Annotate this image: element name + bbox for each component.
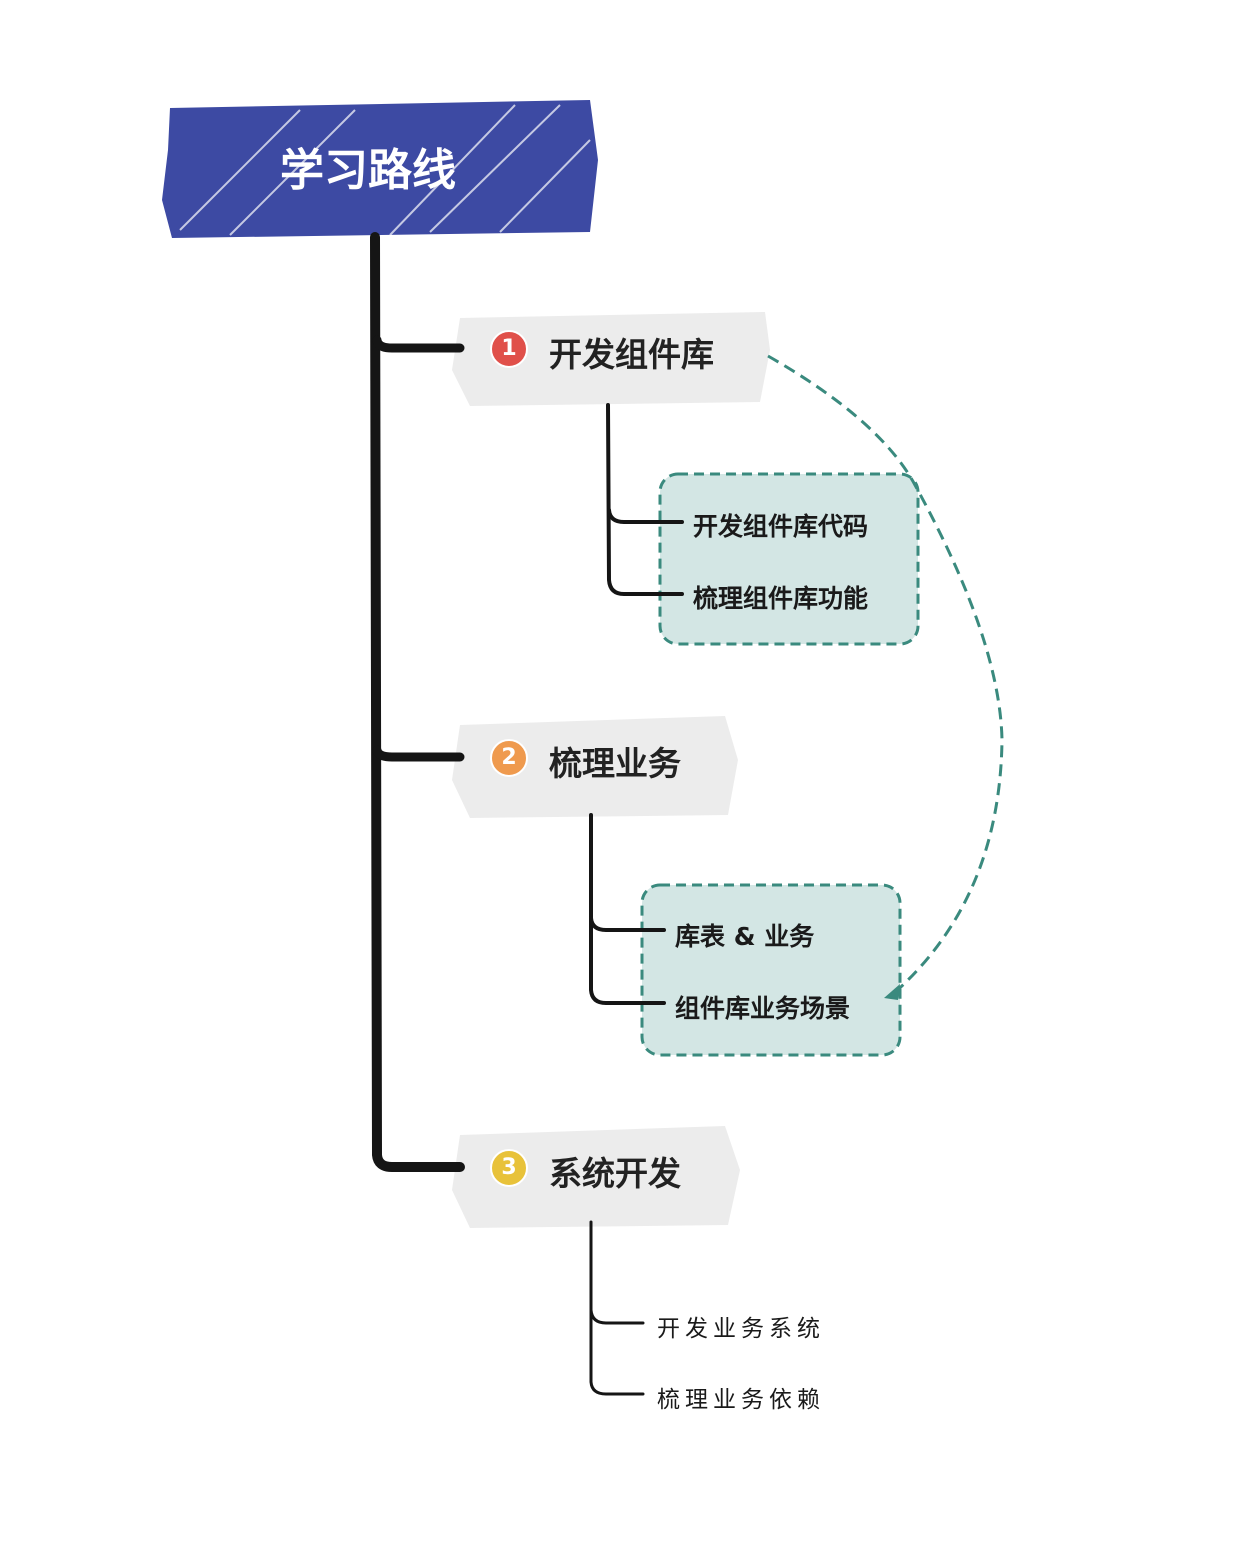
subtopic-label[interactable]: 开发组件库代码 [693, 512, 869, 541]
subtopic-label[interactable]: 库表 & 业务 [675, 922, 815, 951]
subtopic-label[interactable]: 梳理组件库功能 [693, 584, 869, 613]
arrowhead-icon [884, 984, 900, 1000]
group-box-2 [640, 883, 902, 1057]
group-box-1 [658, 472, 920, 646]
topic-backgrounds [452, 312, 770, 1228]
leaf-label[interactable]: 开发业务系统 [657, 1316, 825, 1342]
root-node-title[interactable]: 学习路线 [280, 145, 456, 196]
leaf-label[interactable]: 梳理业务依赖 [657, 1387, 825, 1413]
subtopic-label[interactable]: 组件库业务场景 [675, 994, 851, 1023]
number-badge-3: 3 [490, 1149, 528, 1187]
topic-2-label[interactable]: 梳理业务 [549, 744, 681, 783]
relationship-arrow [767, 354, 1004, 997]
topic-3-label[interactable]: 系统开发 [549, 1154, 681, 1193]
number-badge-2: 2 [490, 739, 528, 777]
root-node-background [162, 100, 598, 238]
topic-1-label[interactable]: 开发组件库 [549, 335, 714, 374]
number-badge-1: 1 [490, 330, 528, 368]
